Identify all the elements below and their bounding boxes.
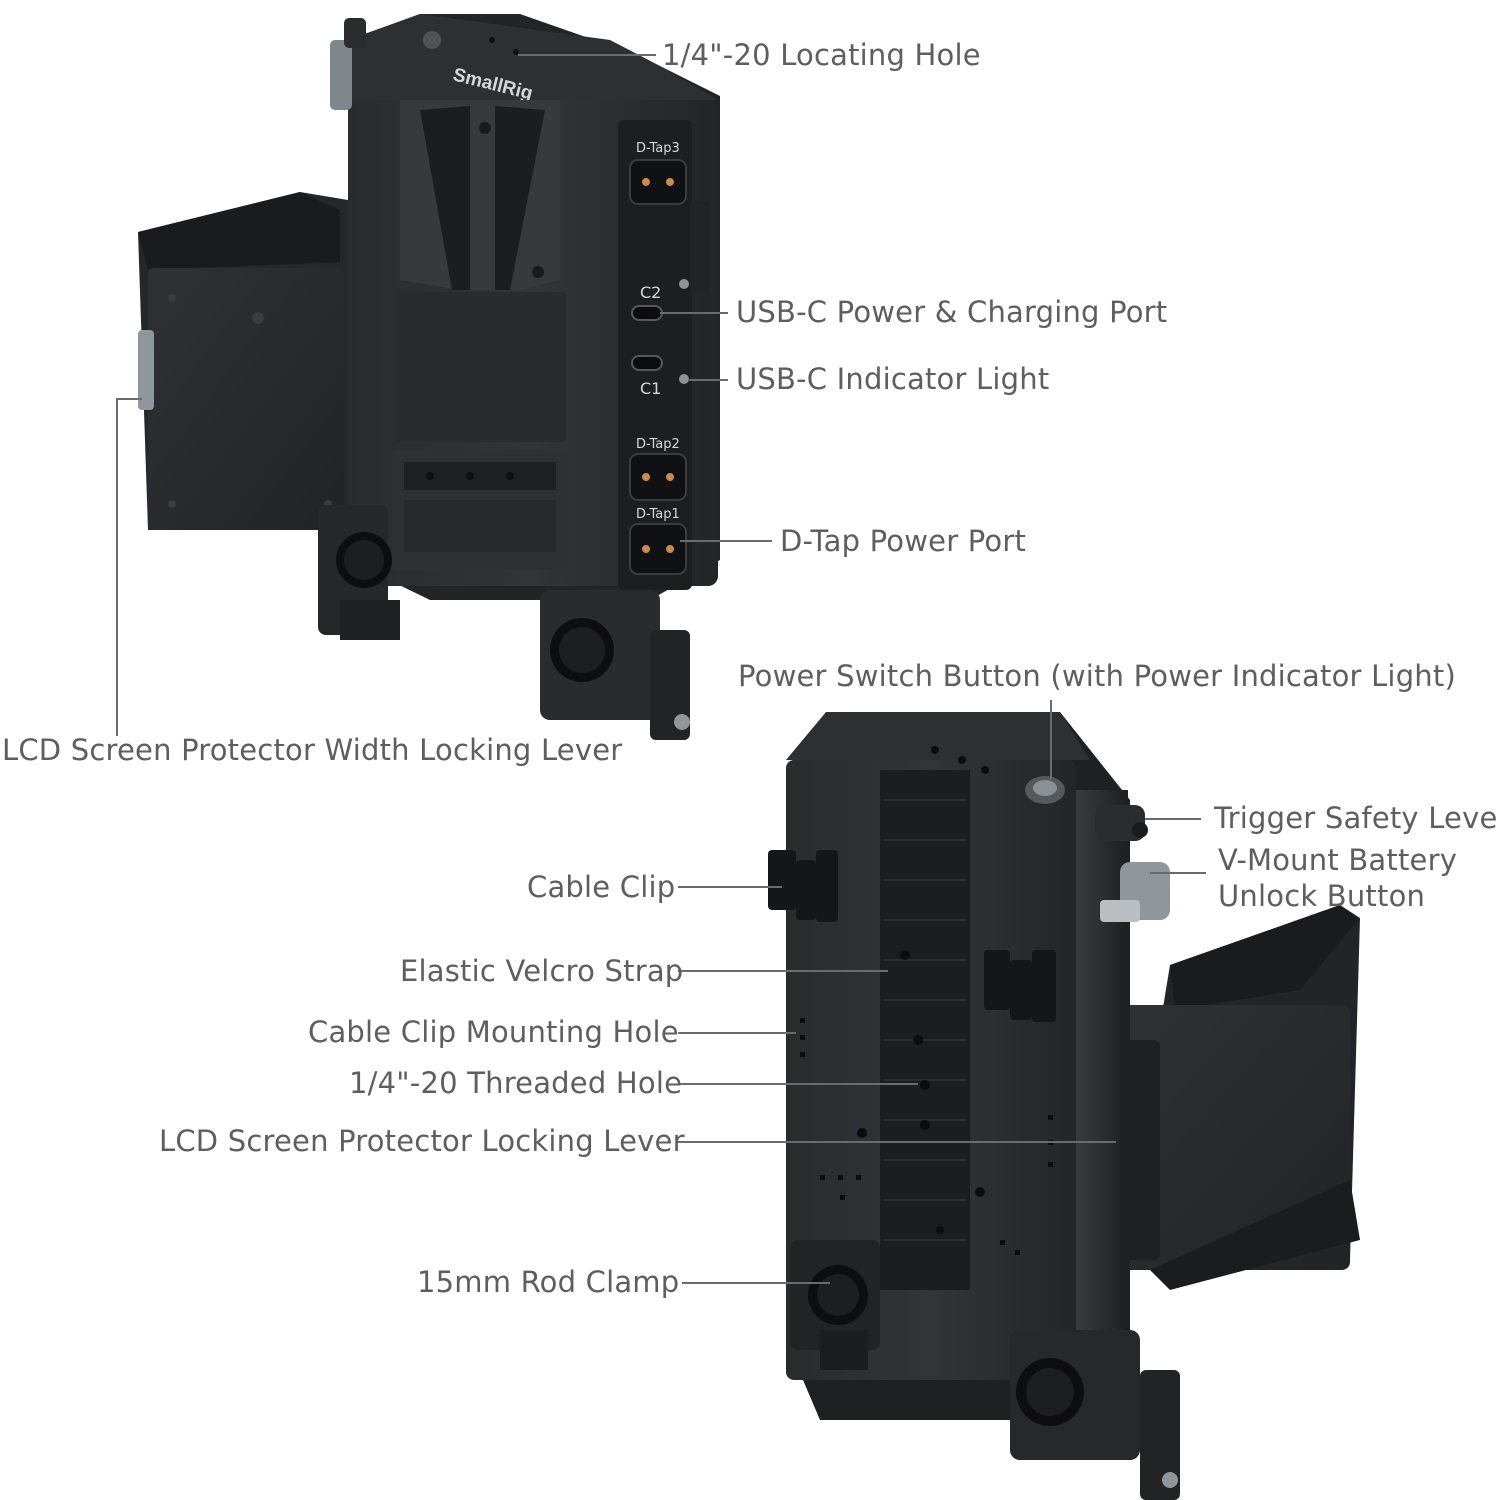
dtap1-port: D-Tap1	[629, 507, 687, 575]
leader-lcd-lock-lever	[676, 1141, 1116, 1143]
rod-clamp-top	[318, 505, 690, 740]
callout-power-switch: Power Switch Button (with Power Indicato…	[738, 659, 1456, 693]
leader-vmount-unlock	[1150, 872, 1206, 874]
callout-threaded-hole: 1/4"-20 Threaded Hole	[349, 1066, 683, 1100]
lcd-protector-flap-bottom	[1100, 905, 1360, 1290]
leader-usb-c-light	[688, 379, 728, 381]
trigger-safety-lever-shape	[1095, 805, 1148, 841]
callout-lcd-lock-lever: LCD Screen Protector Locking Lever	[159, 1124, 685, 1158]
callout-cable-clip: Cable Clip	[527, 870, 676, 904]
lcd-protector-flap-top	[138, 192, 348, 530]
svg-text:D-Tap2: D-Tap2	[636, 437, 680, 452]
leader-trigger-safety	[1145, 818, 1201, 820]
leader-threaded-hole	[678, 1083, 918, 1085]
callout-trigger-safety: Trigger Safety Lever	[1214, 801, 1500, 835]
leader-usb-c-port	[660, 312, 728, 314]
callout-usb-c-port: USB-C Power & Charging Port	[736, 295, 1168, 329]
svg-text:D-Tap1: D-Tap1	[636, 507, 680, 522]
usb-c1-port: C1	[631, 355, 689, 398]
dtap2-port: D-Tap2	[629, 437, 687, 501]
leader-rod-clamp	[682, 1282, 830, 1284]
callout-vmount-unlock-line1: V-Mount Battery	[1218, 843, 1458, 877]
usb-c2-port: C2	[631, 279, 689, 321]
callout-vmount-unlock-line2: Unlock Button	[1218, 879, 1426, 913]
callout-usb-c-light: USB-C Indicator Light	[736, 362, 1050, 396]
leader-lcd-width-lever-h	[116, 398, 142, 400]
dtap3-port: D-Tap3	[629, 141, 687, 205]
rod-clamp-bottom	[790, 1240, 1180, 1500]
leader-cable-clip	[678, 886, 782, 888]
vmount-unlock-button-shape	[1100, 862, 1170, 922]
cable-clip-shape	[768, 850, 1056, 1022]
bottom-device	[768, 712, 1360, 1500]
leader-power-switch	[1050, 700, 1052, 780]
svg-text:D-Tap3: D-Tap3	[636, 141, 680, 156]
callout-velcro-strap: Elastic Velcro Strap	[400, 954, 684, 988]
callout-rod-clamp: 15mm Rod Clamp	[417, 1265, 680, 1299]
leader-dtap-port	[680, 540, 772, 542]
svg-text:C2: C2	[640, 283, 661, 302]
power-switch-button-shape	[1025, 776, 1065, 804]
top-device: SmallRig D-Tap3	[138, 14, 720, 740]
callout-lcd-width-lever: LCD Screen Protector Width Locking Lever	[2, 733, 623, 767]
callout-locating-hole: 1/4"-20 Locating Hole	[662, 38, 981, 72]
leader-velcro-strap	[678, 970, 888, 972]
leader-locating-hole	[518, 54, 656, 56]
svg-text:C1: C1	[640, 379, 661, 398]
width-locking-lever-shape	[138, 330, 154, 410]
leader-clip-mount-hole	[678, 1032, 796, 1034]
callout-clip-mount-hole: Cable Clip Mounting Hole	[308, 1015, 679, 1049]
leader-lcd-width-lever-v	[116, 398, 118, 736]
callout-dtap-port: D-Tap Power Port	[780, 524, 1027, 558]
